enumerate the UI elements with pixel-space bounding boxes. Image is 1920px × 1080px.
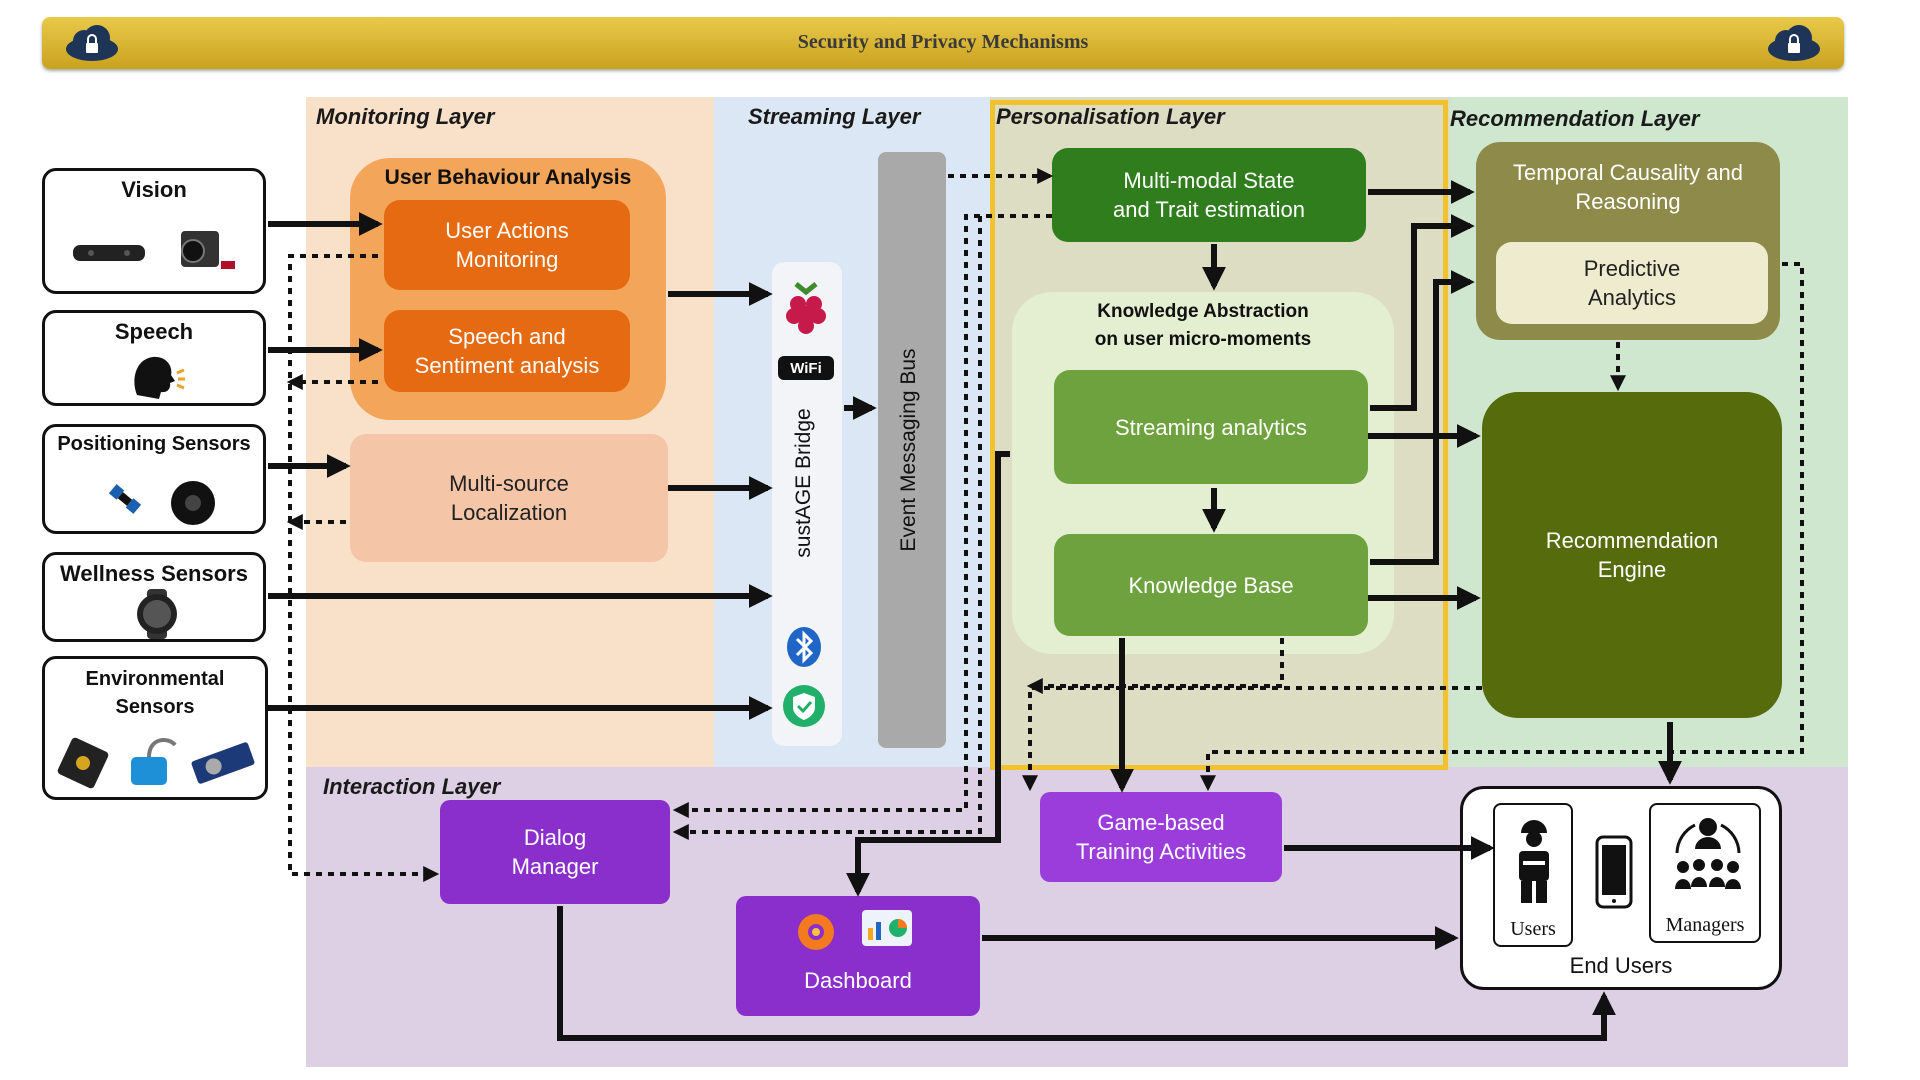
raspberry-pi-icon: [786, 282, 826, 334]
wellness-source: Wellness Sensors: [42, 552, 266, 642]
speech-source: Speech: [42, 310, 266, 406]
users-label: Users: [1510, 918, 1556, 940]
predictive-analytics-box: Predictive Analytics: [1496, 242, 1768, 324]
grafana-icon: [798, 914, 834, 950]
vision-source: Vision: [42, 168, 266, 294]
knowledge-base-box: Knowledge Base: [1054, 534, 1368, 636]
users-card: Users: [1493, 803, 1573, 947]
temporal-causality-title: Temporal Causality and Reasoning: [1513, 160, 1743, 214]
shield-check-icon: [783, 685, 825, 727]
personalisation-layer-title: Personalisation Layer: [996, 104, 1225, 129]
satellite-beacon-icon: [108, 481, 215, 525]
monitoring-layer-title: Monitoring Layer: [316, 104, 495, 129]
team-manager-icon: [1675, 818, 1741, 889]
camera-icon: [73, 231, 235, 269]
speaking-head-icon: [134, 356, 185, 399]
analytics-chart-icon: [862, 910, 912, 946]
dialog-manager-box: Dialog Manager: [440, 800, 670, 904]
dashboard-label: Dashboard: [804, 968, 912, 993]
wifi-icon: WiFi: [778, 356, 834, 380]
knowledge-abstraction-title: Knowledge Abstraction on user micro-mome…: [1094, 301, 1312, 350]
wellness-label: Wellness Sensors: [60, 561, 248, 586]
environmental-label: Environmental Sensors: [85, 668, 225, 718]
user-actions-box: User Actions Monitoring: [384, 200, 630, 290]
positioning-label: Positioning Sensors: [57, 433, 251, 455]
environmental-sensors-icon: [57, 737, 255, 789]
dashboard-box: Dashboard: [736, 896, 980, 1016]
game-training-box: Game-based Training Activities: [1040, 792, 1282, 882]
recommendation-layer-title: Recommendation Layer: [1450, 106, 1700, 131]
speech-sentiment-box: Speech and Sentiment analysis: [384, 310, 630, 392]
speech-label: Speech: [114, 319, 194, 344]
vision-label: Vision: [121, 177, 187, 202]
user-behaviour-title: User Behaviour Analysis: [384, 166, 632, 189]
localization-box: Multi-source Localization: [350, 434, 668, 562]
end-users-box: Users Managers End Users: [1460, 786, 1782, 990]
interaction-layer-title: Interaction Layer: [323, 774, 501, 799]
worker-icon: [1519, 820, 1549, 903]
environmental-source: Environmental Sensors: [42, 656, 268, 800]
smartphone-icon: [1595, 835, 1633, 909]
event-messaging-bus: [878, 152, 946, 748]
banner-title: Security and Privacy Mechanisms: [797, 31, 1089, 53]
end-users-label: End Users: [1569, 953, 1673, 978]
smartwatch-icon: [137, 589, 177, 639]
cloud-lock-icon-right: [1768, 25, 1820, 61]
state-trait-box: Multi-modal State and Trait estimation: [1052, 148, 1366, 242]
streaming-analytics-box: Streaming analytics: [1054, 370, 1368, 484]
managers-label: Managers: [1665, 914, 1745, 936]
recommendation-engine-box: Recommendation Engine: [1482, 392, 1782, 718]
positioning-source: Positioning Sensors: [42, 424, 266, 534]
managers-card: Managers: [1649, 803, 1761, 943]
security-banner: Security and Privacy Mechanisms: [42, 17, 1844, 69]
streaming-layer-title: Streaming Layer: [748, 104, 921, 129]
cloud-lock-icon-left: [66, 25, 118, 61]
bluetooth-icon: [787, 627, 821, 667]
